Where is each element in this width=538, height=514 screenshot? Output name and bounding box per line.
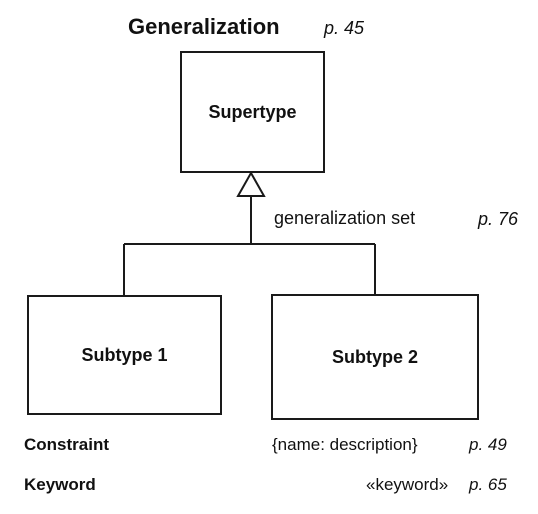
generalization-arrowhead xyxy=(236,170,266,197)
generalization-set-page-ref: p. 76 xyxy=(478,209,519,229)
legend-constraint-notation: {name: description} xyxy=(272,435,418,454)
legend-keyword-name: Keyword xyxy=(24,475,96,494)
legend-keyword-notation: «keyword» xyxy=(366,475,449,494)
legend-keyword-page-ref: p. 65 xyxy=(469,475,507,494)
subtype2-label: Subtype 2 xyxy=(331,346,419,367)
subtype1-label: Subtype 1 xyxy=(81,344,168,365)
generalization-set-label: generalization set xyxy=(274,208,416,228)
diagram-title-page-ref: p. 45 xyxy=(324,18,365,38)
diagram-title: Generalization xyxy=(128,14,280,39)
legend-constraint-page-ref: p. 49 xyxy=(469,435,507,454)
supertype-label: Supertype xyxy=(208,101,297,122)
legend-constraint-name: Constraint xyxy=(24,435,109,454)
subtype2-box: Subtype 2 xyxy=(271,294,479,420)
subtype1-box: Subtype 1 xyxy=(27,295,222,415)
supertype-box: Supertype xyxy=(180,51,325,173)
